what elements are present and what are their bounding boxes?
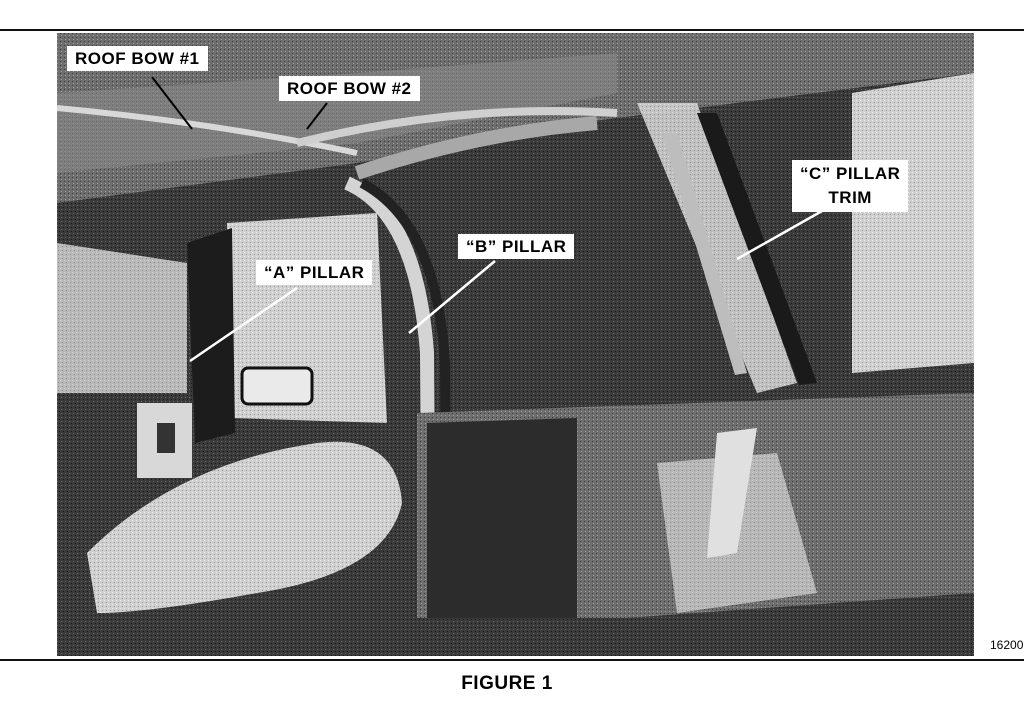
vehicle-interior-photo <box>57 33 974 656</box>
callout-roof-bow-2: ROOF BOW #2 <box>279 76 420 101</box>
top-rule <box>0 29 1024 31</box>
figure-caption: FIGURE 1 <box>461 673 553 694</box>
callout-c-pillar-line1: “C” PILLAR <box>800 164 901 183</box>
callout-a-pillar: “A” PILLAR <box>256 260 373 285</box>
callout-c-pillar-trim: “C” PILLAR TRIM <box>792 160 909 212</box>
callout-c-pillar-line2: TRIM <box>828 188 872 207</box>
bottom-rule <box>0 659 1024 661</box>
photo-illustration <box>57 33 974 656</box>
callout-leader-lines <box>151 76 823 363</box>
figure-code: 16200 <box>990 638 1024 652</box>
callout-b-pillar: “B” PILLAR <box>458 234 575 259</box>
callout-roof-bow-1: ROOF BOW #1 <box>67 46 208 71</box>
